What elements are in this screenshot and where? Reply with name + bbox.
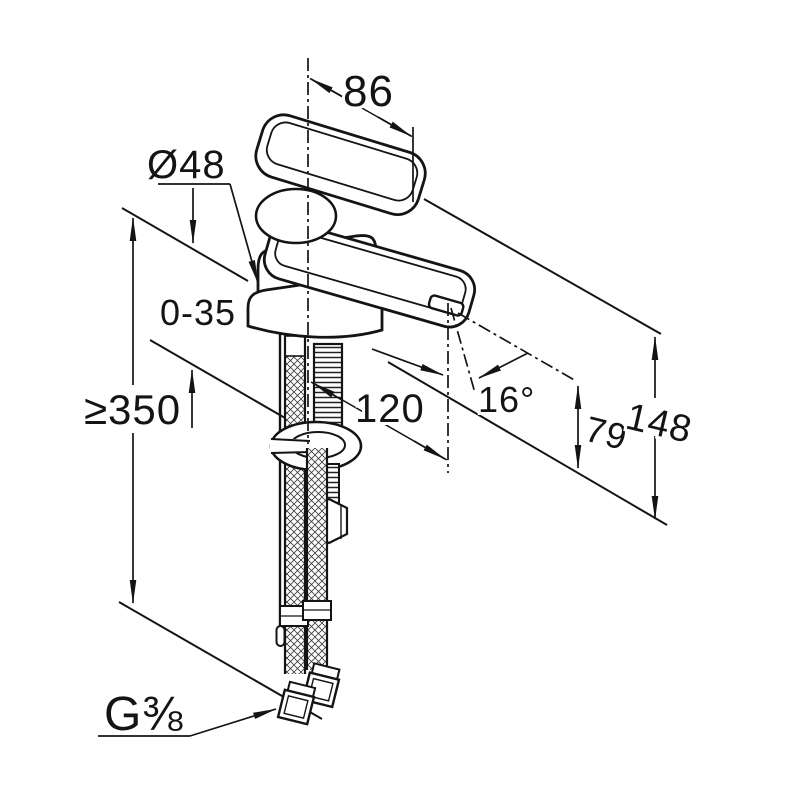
hose-ferrule-bands [279,600,332,627]
label-body-diameter: Ø48 [147,143,226,187]
dim-thread-leader [189,708,277,737]
dimension-lines [98,77,659,737]
label-deck-thickness: 0-35 [160,292,236,333]
label-total-height: 148 [622,396,696,452]
flex-hose-left [283,335,307,674]
hose-fitting-left [276,680,317,726]
spout [262,220,477,329]
dim-angle-arrow-right [478,352,529,379]
total-height-reference-line [423,198,662,335]
flex-hose-right [305,448,329,670]
dim-diameter-leader [229,183,259,284]
lever-handle [254,113,427,216]
label-hose-length: ≥350 [84,386,181,433]
dim-86-arrow-left [310,78,346,99]
under-counter-assembly [269,330,363,726]
aerator-outlet [427,294,465,317]
counter-top-line-left [121,207,249,282]
dim-86-arrow-right [377,116,412,137]
faucet-body [246,113,477,339]
outlet-height-reference [457,312,577,382]
cartridge-cap [254,187,338,245]
dim-angle-arrow-left [371,348,444,376]
label-spout-reach: 120 [355,387,425,431]
label-spout-angle: 16° [478,379,535,420]
dim-reach-arrow-left [312,382,343,401]
counter-top-line-right [387,361,668,526]
pop-up-rod [275,330,286,647]
axis-lines [307,58,577,473]
horseshoe-washer [269,420,363,472]
label-top-width: 86 [343,67,394,116]
dim-reach-arrow-right [413,440,446,460]
jet-angle-axis [450,307,476,394]
label-connection-thread: G⅜ [104,688,183,741]
